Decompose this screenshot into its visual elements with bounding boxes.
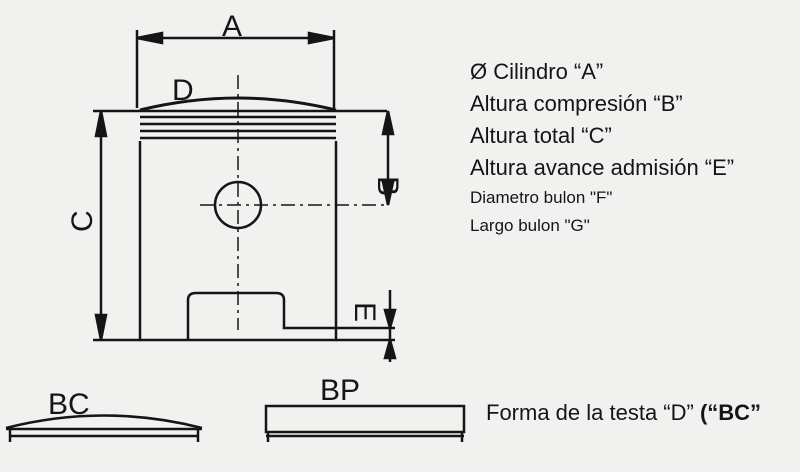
- label-bp: BP: [320, 374, 360, 407]
- dim-b-arrow-bottom: [381, 180, 395, 206]
- crown-shape-caption-bold: (“BC”: [699, 400, 762, 425]
- dim-a-arrow-right: [307, 31, 335, 45]
- dim-b-arrow-top: [381, 110, 395, 136]
- label-c: C: [66, 210, 99, 232]
- piston-body: [138, 141, 338, 342]
- dim-e-arrow-bottom: [383, 335, 397, 360]
- legend: Ø Cilindro “A” Altura compresión “B” Alt…: [470, 56, 734, 240]
- skirt-window: [186, 291, 336, 340]
- label-a: A: [222, 10, 242, 43]
- legend-item-largo-bulon: Largo bulon "G": [470, 216, 590, 235]
- legend-item-diametro-bulon: Diametro bulon "F": [470, 188, 613, 207]
- label-b: B: [371, 176, 404, 196]
- bc-crown-shape: [5, 414, 203, 430]
- dim-a-arrow-left: [136, 31, 164, 45]
- label-d: D: [172, 74, 194, 107]
- dim-c-arrow-bottom: [94, 313, 108, 341]
- legend-item-altura-compresion: Altura compresión “B”: [470, 91, 683, 116]
- legend-item-altura-total: Altura total “C”: [470, 123, 612, 148]
- piston-crown-dome: [139, 96, 337, 112]
- legend-item-cilindro: Ø Cilindro “A”: [470, 59, 604, 84]
- dim-e-arrow-top: [383, 308, 397, 333]
- legend-item-altura-avance: Altura avance admisión “E”: [470, 155, 735, 180]
- crown-shape-caption: Forma de la testa “D” (“BC”: [486, 400, 761, 426]
- label-bc: BC: [48, 388, 90, 421]
- crown-shape-caption-text: Forma de la testa “D”: [486, 400, 700, 425]
- bp-crown-shape: [264, 404, 466, 434]
- label-e: E: [348, 302, 381, 322]
- dim-c-arrow-top: [94, 110, 108, 138]
